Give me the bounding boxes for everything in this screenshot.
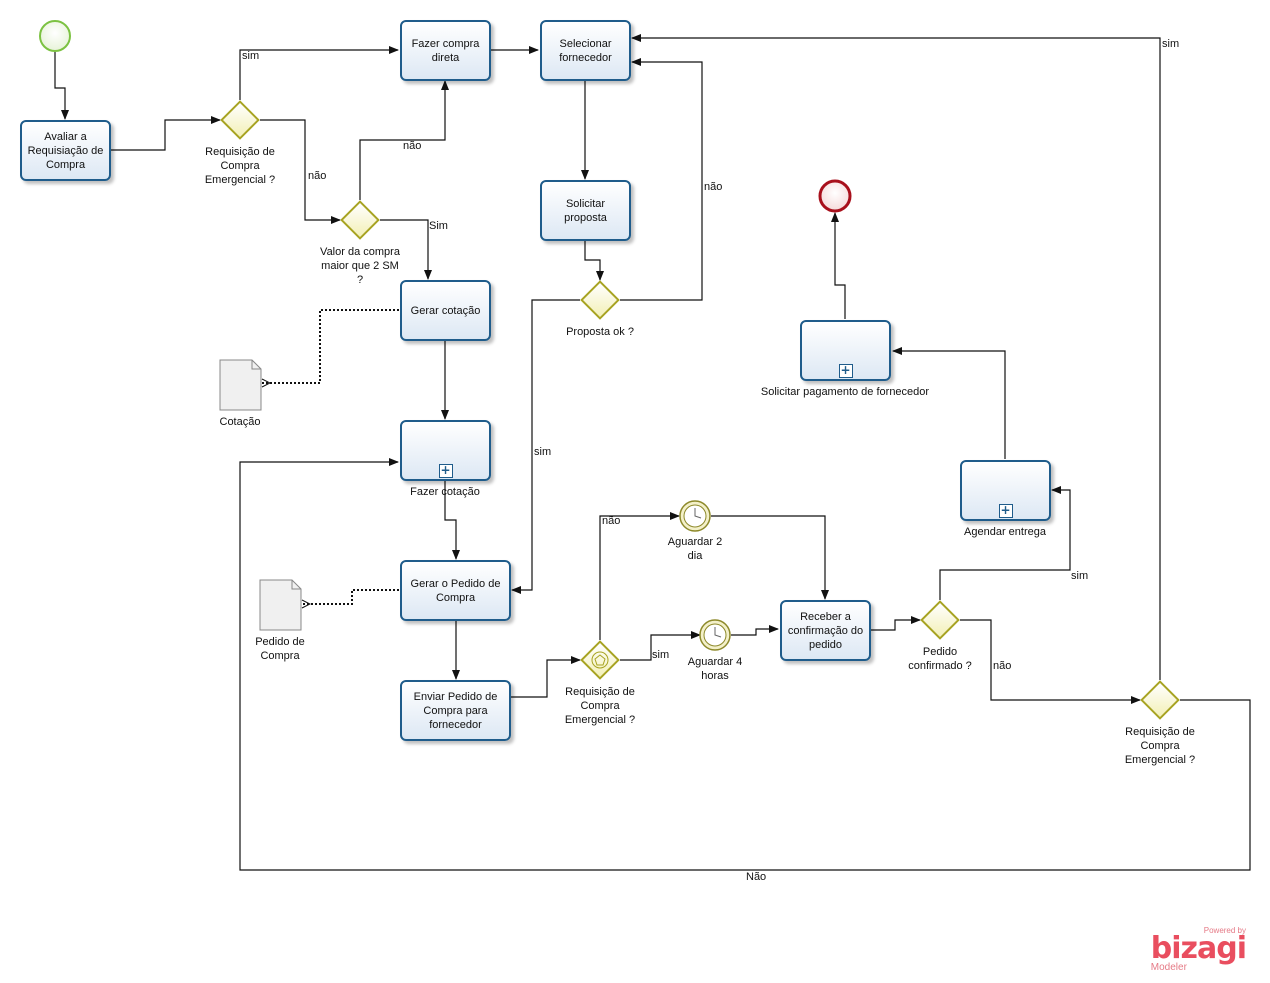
subprocess-agendar-entrega[interactable]: + [960, 460, 1051, 521]
brand-name: bizagi [1150, 931, 1247, 966]
flow-gw1-compra-direta [239, 46, 399, 100]
gateway-valor-compra-label: Valor da compra maior que 2 SM ? [320, 246, 400, 286]
expand-icon[interactable]: + [838, 363, 853, 378]
edge-label-nao: não [308, 170, 327, 182]
document-pedido-label: Pedido de Compra [255, 636, 305, 662]
document-cotacao-icon [219, 359, 262, 411]
event-aguardar-2-dia-label: Aguardar 2 dia [667, 536, 723, 562]
task-label: Solicitar proposta [564, 197, 607, 224]
task-label: Enviar Pedido de Compra para fornecedor [413, 690, 498, 731]
gateway-proposta-ok-label: Proposta ok ? [566, 326, 634, 338]
document-cotacao-label: Cotação [219, 416, 261, 428]
subprocess-agendar-entrega-label: Agendar entrega [964, 526, 1046, 538]
edge-label-sim: sim [242, 50, 260, 62]
edge-label-nao: não [602, 515, 621, 527]
event-aguardar-4-horas-label: Aguardar 4 horas [687, 656, 743, 682]
flow-avaliar-gw1 [111, 116, 221, 151]
expand-icon[interactable]: + [998, 503, 1013, 518]
flow-fazer-cotacao-pedido [444, 481, 460, 560]
flow-gw-aguardar4 [620, 631, 701, 661]
edge-label-nao: não [993, 660, 1012, 672]
edge-label-nao: não [704, 181, 723, 193]
gateway-pedido-confirmado-label: Pedido confirmado ? [908, 646, 972, 672]
edge-label-sim: sim [1162, 38, 1180, 50]
start-event [39, 20, 71, 52]
flow-gw-aguardar2 [599, 512, 680, 640]
task-gerar-pedido[interactable]: Gerar o Pedido de Compra [400, 560, 511, 621]
edge-label-sim: Sim [429, 220, 448, 232]
flow-agendar-pagamento [892, 347, 1006, 459]
task-label: Selecionar fornecedor [559, 37, 612, 64]
flow-aguardar2-receber [711, 515, 829, 600]
flow-gw2-compra-direta [359, 80, 449, 200]
gateway-req-emergencial-2-label: Requisição de Compra Emergencial ? [564, 686, 636, 726]
bizagi-logo: Powered by bizagi Modeler [1150, 926, 1247, 973]
pentagon-icon [591, 651, 609, 669]
task-solicitar-proposta[interactable]: Solicitar proposta [540, 180, 631, 241]
document-pedido-icon [259, 579, 302, 631]
edge-label-sim: sim [534, 446, 552, 458]
edge-label-nao: não [403, 140, 422, 152]
subprocess-fazer-cotacao[interactable]: + [400, 420, 491, 481]
flow-pagamento-end [831, 212, 846, 319]
task-selecionar-fornecedor[interactable]: Selecionar fornecedor [540, 20, 631, 81]
task-receber-confirmacao[interactable]: Receber a confirmação do pedido [780, 600, 871, 661]
end-event [818, 179, 852, 213]
task-label: Gerar cotação [410, 304, 481, 317]
association-pedido [302, 589, 399, 604]
flow-proposta-sim [511, 299, 580, 594]
subprocess-solicitar-pagamento[interactable]: + [800, 320, 891, 381]
task-gerar-cotacao[interactable]: Gerar cotação [400, 280, 491, 341]
subprocess-fazer-cotacao-label: Fazer cotação [410, 486, 480, 498]
task-label: Fazer compra direta [411, 37, 480, 64]
timer-event-2-dia [679, 500, 711, 532]
flow-gw1-gw2 [260, 119, 341, 224]
brand-product: Modeler [1150, 962, 1187, 973]
task-avaliar-requisicao[interactable]: Avaliar a Requisiação de Compra [20, 120, 111, 181]
flow-gw2-gerar-cotacao [380, 219, 432, 280]
edge-label-sim: sim [652, 649, 670, 661]
task-label: Avaliar a Requisiação de Compra [27, 130, 104, 171]
gateway-req-emergencial-1-label: Requisição de Compra Emergencial ? [204, 146, 276, 186]
flow-confirmado-sim [939, 486, 1071, 600]
expand-icon[interactable]: + [438, 463, 453, 478]
edge-label-nao: Não [746, 871, 767, 883]
task-enviar-pedido[interactable]: Enviar Pedido de Compra para fornecedor [400, 680, 511, 741]
flow-enviar-gw [511, 656, 581, 698]
task-label: Gerar o Pedido de Compra [410, 577, 501, 604]
flow-start-avaliar [54, 52, 69, 120]
edge-label-sim: sim [1071, 570, 1089, 582]
flow-confirmado-nao [960, 619, 1141, 704]
flow-receber-gw [871, 616, 921, 631]
gateway-req-emergencial-3-label: Requisição de Compra Emergencial ? [1124, 726, 1196, 766]
flow-aguardar4-receber [731, 625, 779, 636]
task-fazer-compra-direta[interactable]: Fazer compra direta [400, 20, 491, 81]
flow-proposta-gw [584, 241, 604, 281]
subprocess-solicitar-pagamento-label: Solicitar pagamento de fornecedor [760, 386, 930, 398]
timer-event-4-horas [699, 619, 731, 651]
flow-gw3-sim [631, 34, 1161, 680]
flow-proposta-nao [620, 58, 703, 301]
task-label: Receber a confirmação do pedido [787, 610, 864, 651]
association-cotacao [262, 309, 399, 383]
flow-gw3-nao [239, 458, 1251, 871]
brand-powered: Powered by [1203, 926, 1246, 935]
